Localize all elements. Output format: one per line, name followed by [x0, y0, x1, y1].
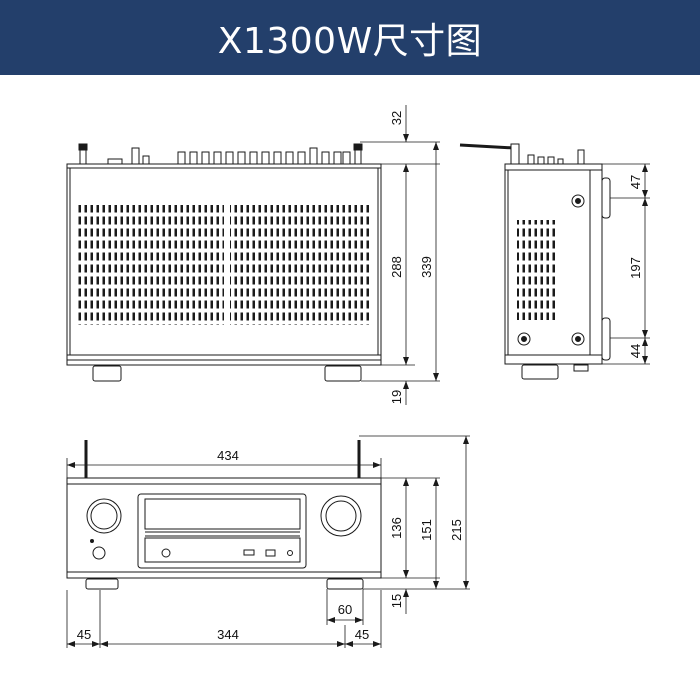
dim-front-h136: 136: [389, 517, 404, 539]
front-foot-left: [85, 578, 119, 590]
dim-bottom-left: 45: [77, 627, 91, 642]
top-vent-left: [78, 205, 224, 325]
dim-side-bottom: 44: [628, 344, 643, 358]
top-vent-right: [230, 205, 370, 325]
dim-front-h215: 215: [449, 519, 464, 541]
dim-side-top: 47: [628, 175, 643, 189]
front-view: [66, 440, 382, 590]
power-button: [92, 546, 106, 560]
top-foot-left: [92, 365, 122, 382]
side-view-arrows: [642, 164, 648, 364]
dim-top-foot: 19: [389, 390, 404, 404]
title-banner: X1300W尺寸图: [0, 0, 700, 75]
dim-front-foot-width: 60: [338, 602, 352, 617]
front-view-arrows: [67, 436, 469, 647]
dim-front-foot: 15: [389, 594, 404, 608]
dim-top-antenna: 32: [389, 111, 404, 125]
dim-bottom-center: 344: [217, 627, 239, 642]
top-view-arrows: [403, 134, 439, 389]
page-title: X1300W尺寸图: [217, 20, 483, 62]
dim-bottom-right: 45: [355, 627, 369, 642]
dim-top-body: 288: [389, 256, 404, 278]
side-vent: [517, 220, 557, 320]
dim-top-total: 339: [419, 256, 434, 278]
dim-front-h151: 151: [419, 519, 434, 541]
dim-side-mid: 197: [628, 257, 643, 279]
dim-front-width: 434: [217, 448, 239, 463]
rear-connectors: [78, 143, 363, 165]
top-view: [66, 143, 382, 382]
front-foot-right: [326, 578, 364, 590]
side-view: [459, 143, 611, 380]
top-foot-right: [324, 365, 362, 382]
